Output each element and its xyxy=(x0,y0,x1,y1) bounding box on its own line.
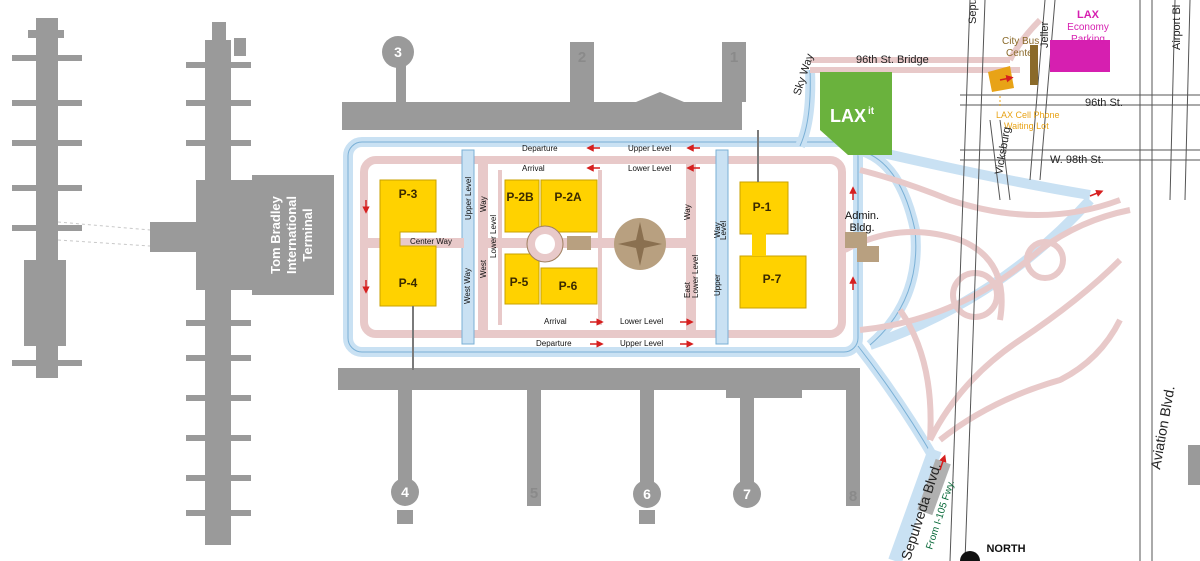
parking-p4-label: P-4 xyxy=(399,276,418,290)
parking-p3 xyxy=(379,179,437,307)
tbit-label-line3: Terminal xyxy=(300,208,315,261)
road-east: East xyxy=(683,281,692,298)
road-96th-bridge: 96th St. Bridge xyxy=(856,54,929,66)
parking-p2a xyxy=(540,179,598,233)
road-upper-east: Upper xyxy=(713,274,722,296)
cell-lot-label-2: Waiting Lot xyxy=(1004,121,1049,131)
road-center-way: Center Way xyxy=(410,237,452,246)
road-level-east: Level xyxy=(719,221,728,240)
admin-label-1: Admin. xyxy=(845,210,879,222)
road-way-east: Way xyxy=(713,222,722,238)
north-terminal-block xyxy=(342,36,746,130)
north-indicator: NORTH xyxy=(960,543,1026,561)
north-label: NORTH xyxy=(986,543,1025,555)
street-grid xyxy=(949,0,1200,561)
city-bus-label-2: Center xyxy=(1006,48,1037,59)
road-vicksburg: Vicksburg xyxy=(993,126,1013,175)
economy-label-1: LAX xyxy=(1077,9,1100,21)
road-way-west: Way xyxy=(479,196,488,212)
road-departure-south: Departure xyxy=(536,339,572,348)
west-remote-gates xyxy=(12,18,82,378)
economy-label-3: Parking xyxy=(1071,34,1105,45)
city-bus-center-building xyxy=(1030,45,1038,85)
road-98th-st: W. 98th St. xyxy=(1050,154,1104,166)
road-upper-level-north: Upper Level xyxy=(628,144,671,153)
road-arrival-south: Arrival xyxy=(544,317,567,326)
parking-p2a-label: P-2A xyxy=(554,190,582,204)
cell-phone-lot xyxy=(988,66,1014,92)
terminal-1-label: 1 xyxy=(730,49,738,66)
central-plaza xyxy=(526,218,666,270)
economy-parking-lot xyxy=(1050,40,1110,72)
parking-p1-label: P-1 xyxy=(753,200,772,214)
terminal-6-label: 6 xyxy=(643,486,651,502)
road-airport-blvd: Airport Bl xyxy=(1171,5,1183,50)
tom-bradley-terminal xyxy=(150,22,334,545)
road-west: West xyxy=(479,259,488,278)
interchange-roads xyxy=(810,17,1131,443)
tbit-label-line1: Tom Bradley xyxy=(268,195,283,274)
road-departure-north: Departure xyxy=(522,144,558,153)
road-upper-level-west: Upper Level xyxy=(464,177,473,220)
traffic-arrows xyxy=(362,75,1104,471)
parking-p2b xyxy=(504,179,540,233)
economy-label-2: Economy xyxy=(1067,22,1109,33)
terminal-3-label: 3 xyxy=(394,44,402,60)
terminal-4-label: 4 xyxy=(401,484,409,500)
north-arrow-icon xyxy=(960,551,980,561)
road-96th-st: 96th St. xyxy=(1085,97,1123,109)
tbit-label: Tom Bradley International Terminal xyxy=(268,195,315,274)
road-lower-level-south: Lower Level xyxy=(620,317,663,326)
parking-p3-label: P-3 xyxy=(399,187,418,201)
road-lower-east: Lower Level xyxy=(691,255,700,298)
road-way-east-upper: Way xyxy=(683,204,692,220)
cell-lot-label-1: LAX Cell Phone xyxy=(996,110,1060,120)
parking-structures xyxy=(379,179,807,309)
parking-p2b-label: P-2B xyxy=(506,190,534,204)
tbit-label-line2: International xyxy=(284,196,299,274)
admin-label-2: Bldg. xyxy=(849,222,874,234)
parking-p6 xyxy=(540,267,598,305)
parking-p5 xyxy=(504,253,540,305)
road-lower-level-north: Lower Level xyxy=(628,164,671,173)
lax-it-label: LAX xyxy=(830,106,866,126)
parking-p7 xyxy=(739,255,807,309)
lax-it-lot xyxy=(820,72,892,155)
south-terminal-block xyxy=(338,368,860,524)
road-sepulveda-top: Sepu xyxy=(967,0,979,24)
road-west-way: West Way xyxy=(463,268,472,304)
terminal-8-label: 8 xyxy=(849,488,857,505)
parking-p1 xyxy=(739,181,789,235)
offsite-building xyxy=(1188,445,1200,485)
road-upper-level-south: Upper Level xyxy=(620,339,663,348)
lax-it-sup: it xyxy=(868,106,875,117)
road-lower-level-west: Lower Level xyxy=(489,215,498,258)
terminal-7-label: 7 xyxy=(743,486,751,502)
road-arrival-north: Arrival xyxy=(522,164,545,173)
city-bus-label-1: City Bus xyxy=(1002,36,1039,47)
terminal-2-label: 2 xyxy=(578,49,586,66)
parking-p1-connector xyxy=(752,232,766,256)
road-jeller: Jeller xyxy=(1039,21,1051,48)
parking-p7-label: P-7 xyxy=(763,272,782,286)
parking-p6-label: P-6 xyxy=(559,279,578,293)
terminal-5-label: 5 xyxy=(530,485,538,502)
admin-building xyxy=(845,232,879,262)
parking-p5-label: P-5 xyxy=(510,275,529,289)
sepulveda-road xyxy=(888,447,951,561)
